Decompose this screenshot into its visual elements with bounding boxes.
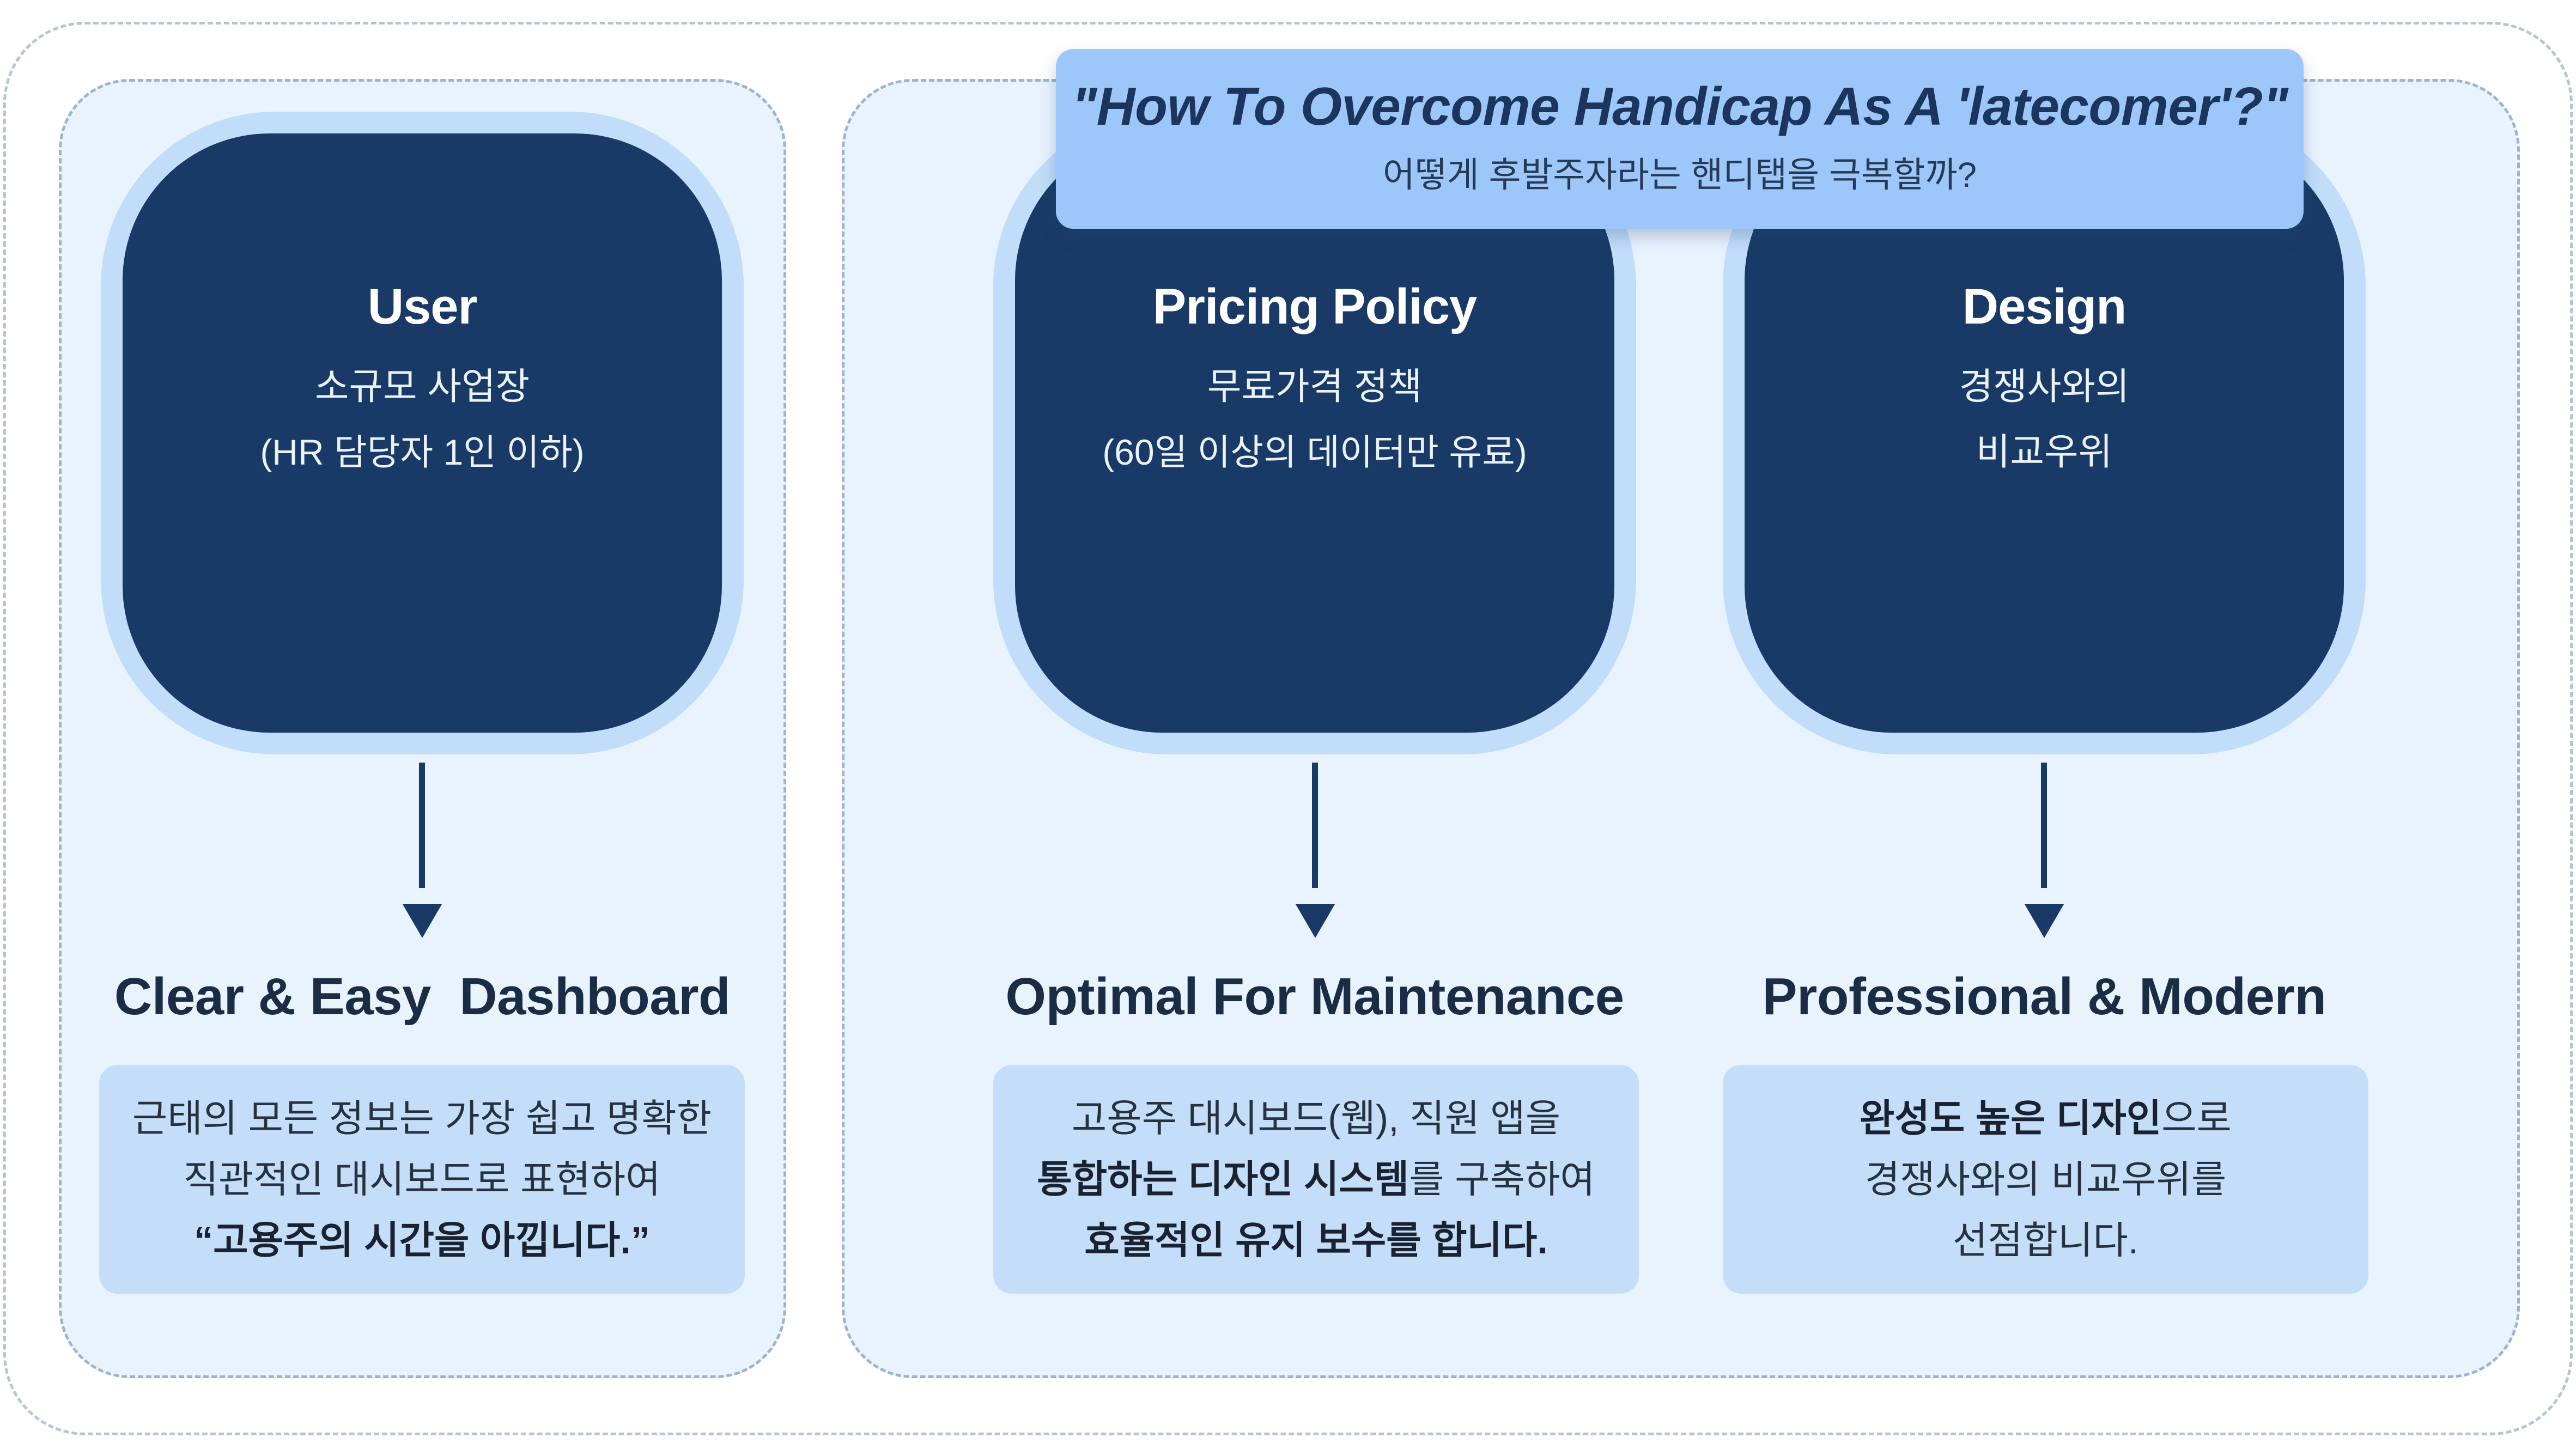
banner-title: "How To Overcome Handicap As A 'latecome… — [1071, 76, 2288, 136]
desc-line: 경쟁사와의 비교우위를 — [1864, 1158, 2227, 1201]
arrow-head-icon — [2025, 904, 2064, 938]
card-title: User — [367, 278, 478, 334]
pricing-card: Pricing Policy 무료가격 정책 (60일 이상의 데이터만 유료) — [1015, 133, 1614, 733]
description-box: 완성도 높은 디자인으로 경쟁사와의 비교우위를 선점합니다. — [1723, 1065, 2368, 1294]
desc-line-mixed: 완성도 높은 디자인으로 — [1860, 1097, 2232, 1140]
arrow-down-icon — [2041, 763, 2047, 888]
column-heading: Clear & Easy Dashboard — [114, 967, 731, 1026]
banner-subtitle: 어떻게 후발주자라는 핸디탭을 극복할까? — [1383, 155, 1977, 194]
card-note: (HR 담당자 1인 이하) — [260, 431, 585, 472]
desc-line-bold: “고용주의 시간을 아낍니다.” — [194, 1219, 650, 1262]
card-subtitle-2: 비교우위 — [1976, 431, 2113, 473]
card-subtitle: 경쟁사와의 — [1959, 365, 2130, 407]
question-banner: "How To Overcome Handicap As A 'latecome… — [1056, 49, 2304, 229]
column-heading: Optimal For Maintenance — [1005, 967, 1624, 1026]
desc-line: 직관적인 대시보드로 표현하여 — [183, 1158, 661, 1201]
arrow-down-icon — [1312, 763, 1318, 888]
user-card: User 소규모 사업장 (HR 담당자 1인 이하) — [123, 133, 722, 733]
card-title: Pricing Policy — [1152, 278, 1477, 334]
desc-line-mixed: 통합하는 디자인 시스템를 구축하여 — [1037, 1158, 1595, 1201]
desc-line: 선점합니다. — [1952, 1219, 2139, 1262]
design-card: Design 경쟁사와의 비교우위 — [1745, 133, 2344, 733]
card-subtitle: 소규모 사업장 — [314, 365, 530, 407]
desc-line: 근태의 모든 정보는 가장 쉽고 명확한 — [132, 1097, 712, 1140]
user-card-ring: User 소규모 사업장 (HR 담당자 1인 이하) — [101, 112, 744, 754]
card-note: (60일 이상의 데이터만 유료) — [1102, 431, 1527, 472]
card-title: Design — [1962, 278, 2127, 334]
desc-line-bold: 효율적인 유지 보수를 합니다. — [1084, 1219, 1548, 1262]
arrow-down-icon — [419, 763, 425, 888]
column-heading: Professional & Modern — [1762, 967, 2327, 1026]
arrow-head-icon — [1296, 904, 1335, 938]
card-subtitle: 무료가격 정책 — [1207, 365, 1423, 407]
description-box: 근태의 모든 정보는 가장 쉽고 명확한 직관적인 대시보드로 표현하여 “고용… — [99, 1065, 745, 1294]
description-box: 고용주 대시보드(웹), 직원 앱을 통합하는 디자인 시스템를 구축하여 효율… — [993, 1065, 1639, 1294]
arrow-head-icon — [403, 904, 442, 938]
desc-line: 고용주 대시보드(웹), 직원 앱을 — [1071, 1097, 1561, 1140]
